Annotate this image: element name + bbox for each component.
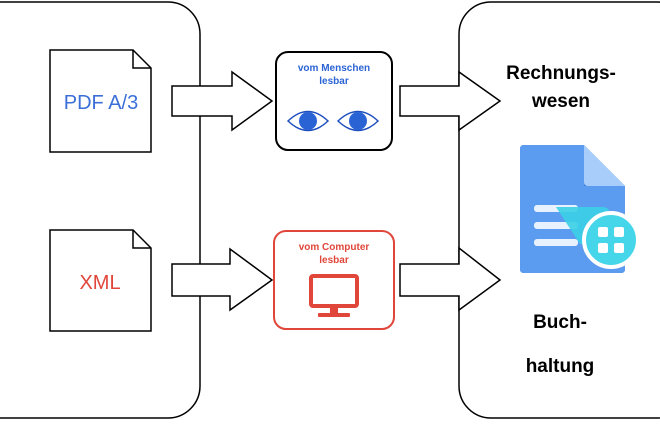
pdf-document: PDF A/3 <box>49 49 152 153</box>
human-readable-box: vom Menschen lesbar <box>275 51 393 151</box>
computer-readable-line1: vom Computer <box>299 242 370 253</box>
accounting-label-line1: Rechnungs- <box>506 63 616 84</box>
arrow-xml-to-computer <box>171 247 274 312</box>
document-app-icon <box>520 145 640 273</box>
arrow-pdf-to-human <box>171 70 274 132</box>
computer-readable-box: vom Computer lesbar <box>273 230 395 330</box>
bookkeeping-label-line1: Buch- <box>533 312 587 333</box>
arrow-human-to-right <box>399 70 502 132</box>
computer-readable-line2: lesbar <box>319 255 349 266</box>
bookkeeping-label-line2: haltung <box>526 356 595 377</box>
human-readable-line2: lesbar <box>319 76 349 87</box>
monitor-icon <box>309 274 359 317</box>
accounting-label-line2: wesen <box>531 91 590 112</box>
pdf-label: PDF A/3 <box>64 92 138 114</box>
human-readable-line1: vom Menschen <box>298 63 370 74</box>
eyes-icon <box>286 110 380 132</box>
xml-label: XML <box>79 272 120 294</box>
xml-document: XML <box>49 229 152 332</box>
arrow-computer-to-right <box>399 246 502 312</box>
